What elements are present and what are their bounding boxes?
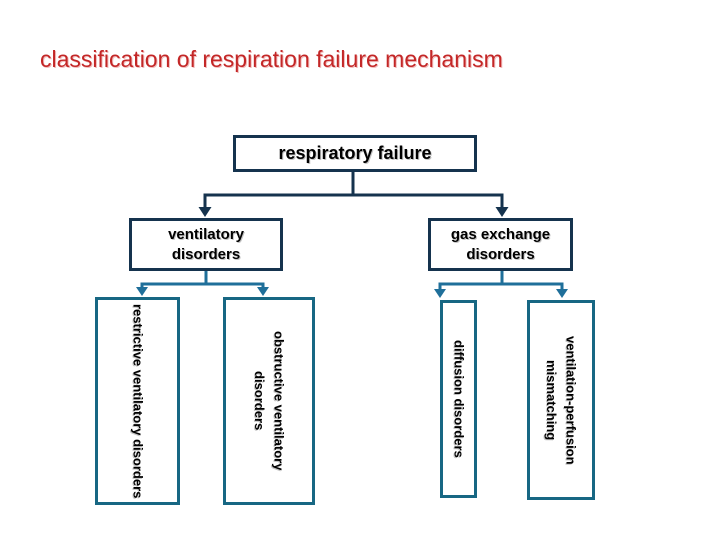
connector-ventilatory-to-children bbox=[136, 270, 269, 296]
connector-root-to-level2 bbox=[198, 172, 509, 217]
node-respiratory-failure-label: respiratory failure bbox=[278, 143, 432, 163]
node-diffusion-disorders: diffusion disorders bbox=[440, 300, 477, 498]
node-ventilatory-disorders-label: ventilatory disorders bbox=[168, 225, 244, 263]
node-obstructive-ventilatory-disorders-label: obstructive ventilatory disorders bbox=[252, 331, 287, 471]
node-gas-exchange-disorders-label: gas exchange disorders bbox=[450, 225, 551, 263]
node-ventilatory-disorders: ventilatory disorders bbox=[129, 218, 283, 271]
node-obstructive-ventilatory-disorders: obstructive ventilatory disorders bbox=[223, 297, 315, 505]
node-restrictive-ventilatory-disorders: restrictive ventilatory disorders bbox=[95, 297, 180, 505]
node-gas-exchange-disorders: gas exchange disorders bbox=[428, 218, 573, 271]
node-restrictive-ventilatory-disorders-label: restrictive ventilatory disorders bbox=[130, 303, 146, 499]
connector-gas-exchange-to-children bbox=[434, 270, 568, 298]
node-respiratory-failure: respiratory failure bbox=[233, 135, 477, 172]
node-diffusion-disorders-label: diffusion disorders bbox=[451, 340, 467, 458]
slide-title: classification of respiration failure me… bbox=[40, 46, 503, 72]
node-ventilation-perfusion-mismatching: ventilation-perfusion mismatching bbox=[527, 300, 595, 500]
node-ventilation-perfusion-mismatching-label: ventilation-perfusion mismatching bbox=[544, 335, 579, 465]
